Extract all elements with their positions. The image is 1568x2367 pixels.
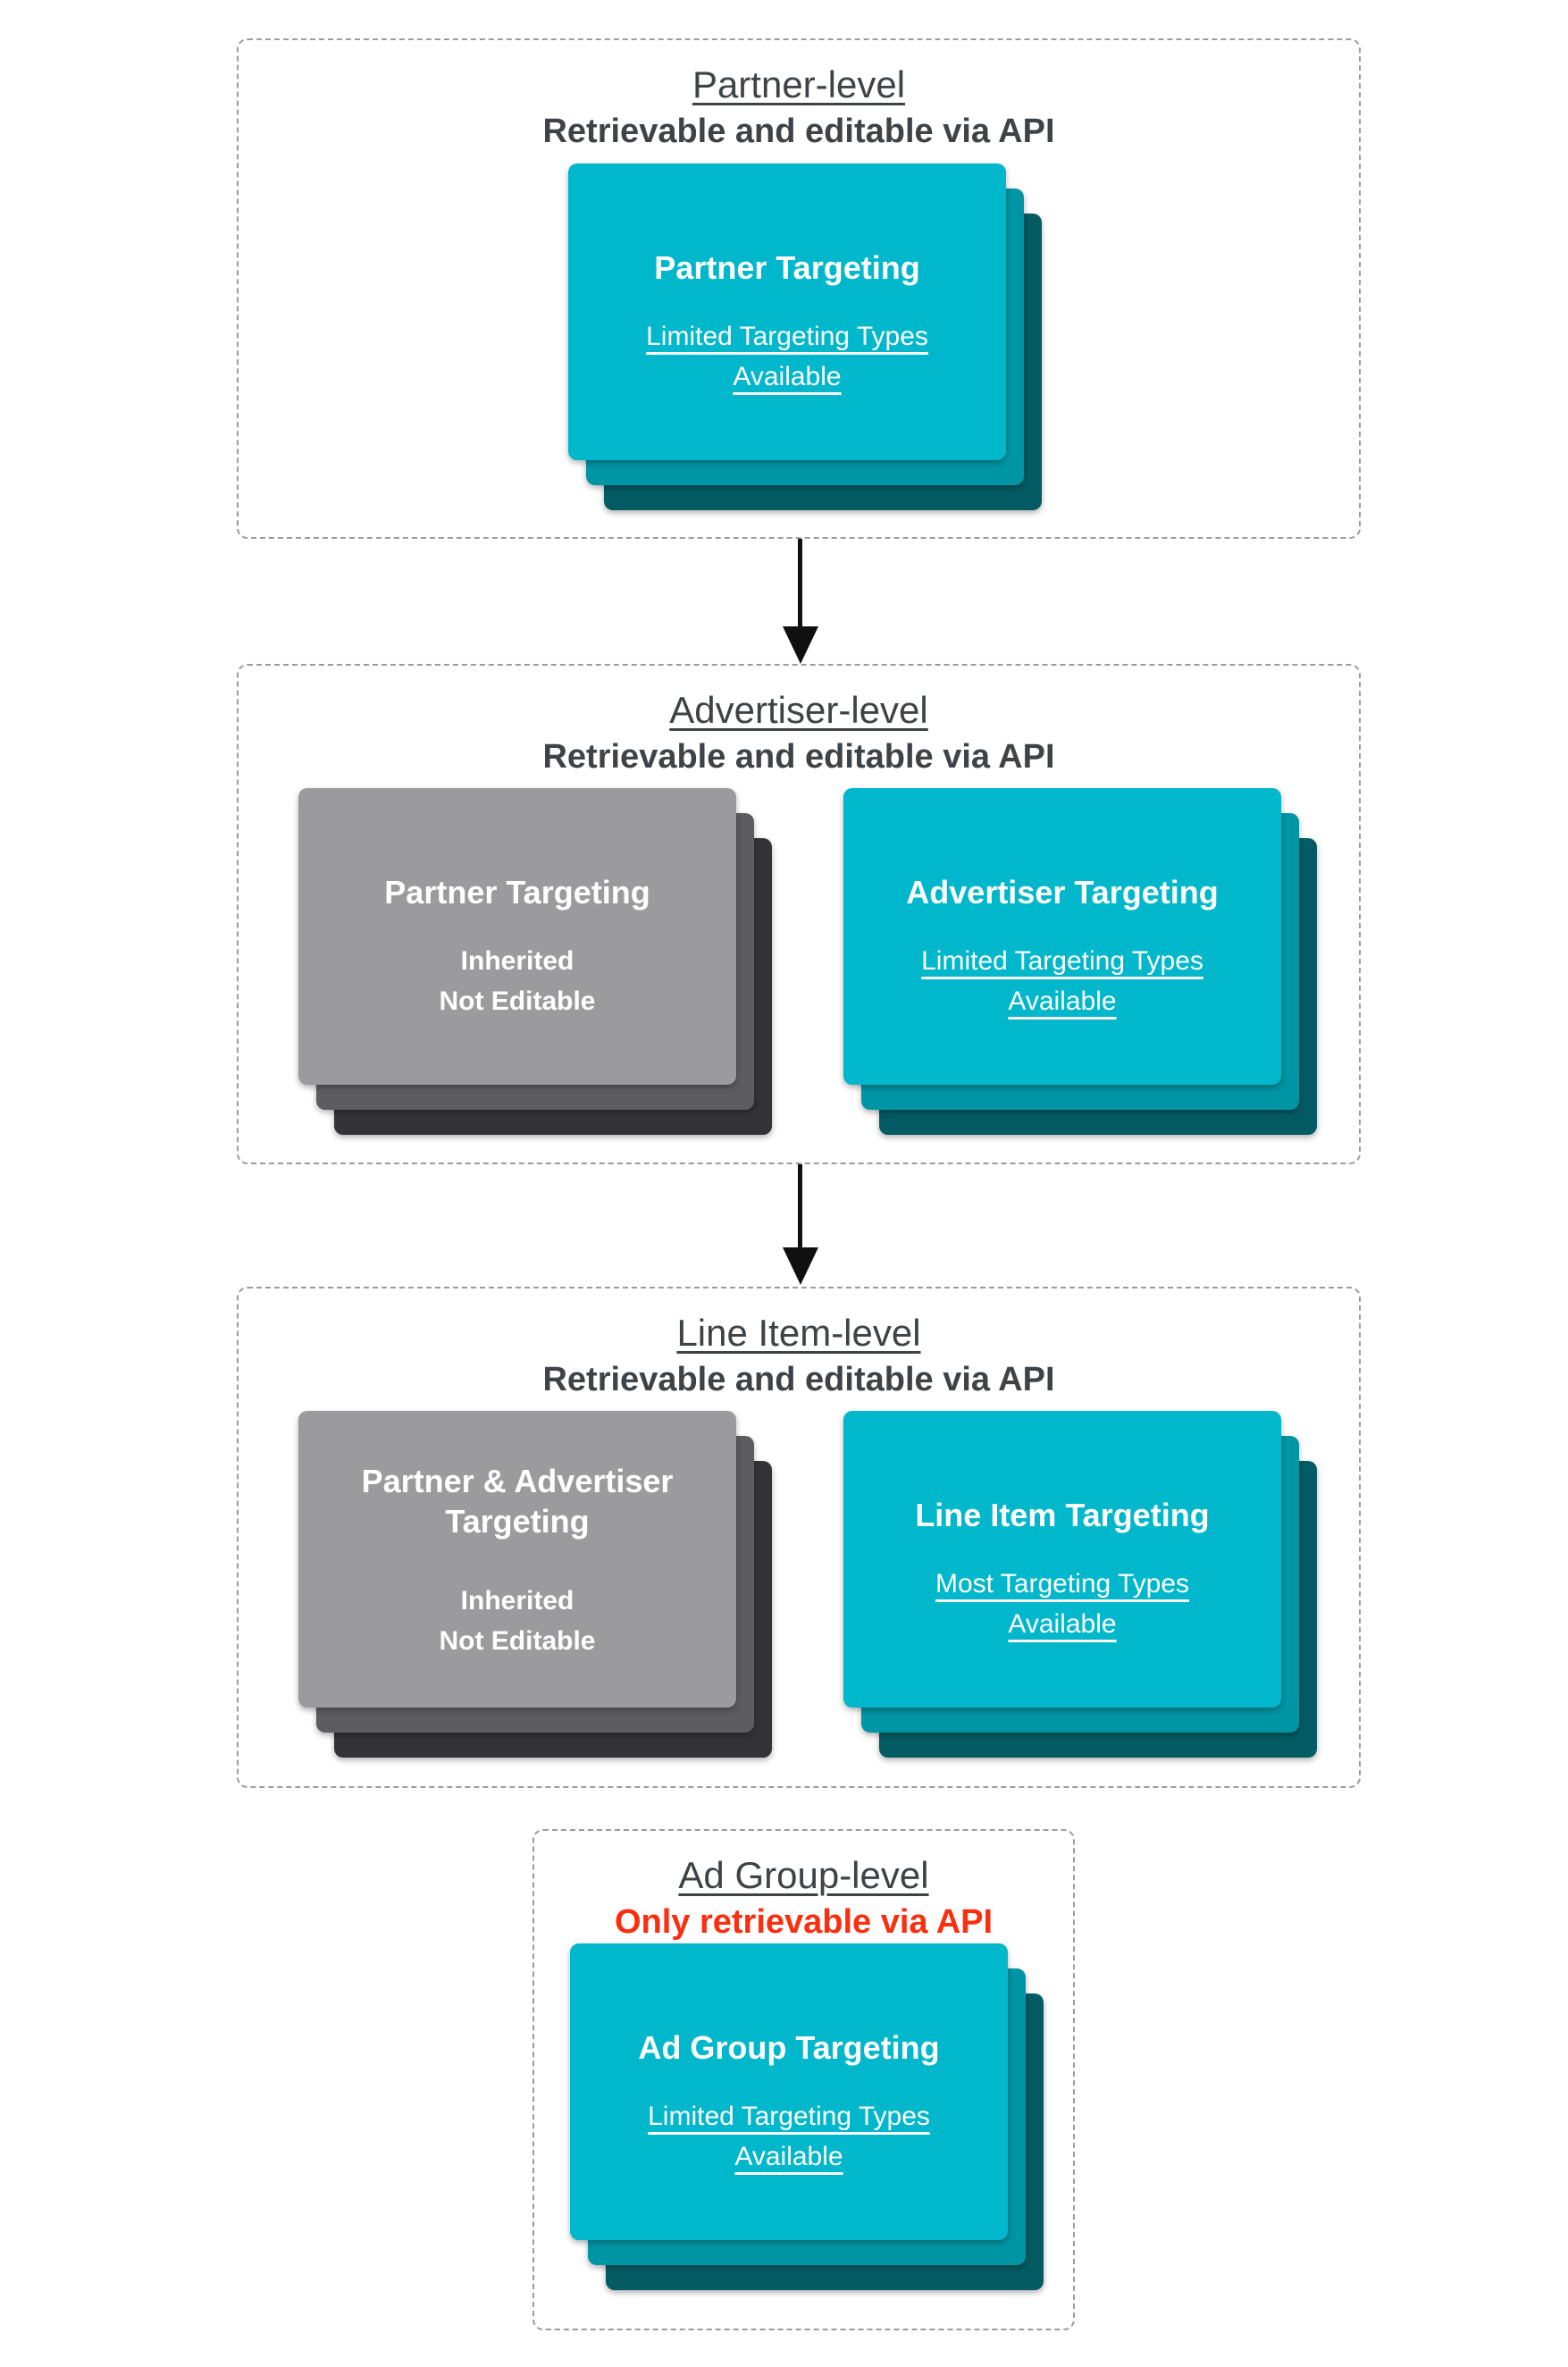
card-body-line: Limited Targeting Types [646,322,928,351]
card-body: Inherited Not Editable [329,1581,706,1661]
card-body: Limited Targeting Types Available [874,941,1251,1021]
card-advertiser-targeting: Advertiser Targeting Limited Targeting T… [843,788,1281,1085]
card-stack-partner-advertiser-targeting: Partner & Advertiser Targeting Inherited… [298,1411,772,1759]
card-body-line: Available [733,362,842,391]
card-stack-ad-group-targeting: Ad Group Targeting Limited Targeting Typ… [570,1943,1044,2292]
card-body-line: Inherited [460,946,574,976]
card-body: Limited Targeting Types Available [599,316,976,397]
card-body-line: Not Editable [439,1626,596,1656]
section-subtitle: Retrievable and editable via API [542,1361,1055,1399]
card-body-line: Available [734,2142,843,2171]
card-title: Ad Group Targeting [638,2029,940,2066]
card-partner-targeting-inherited: Partner Targeting Inherited Not Editable [298,788,736,1085]
card-stack-advertiser-targeting: Advertiser Targeting Limited Targeting T… [843,788,1317,1137]
section-subtitle: Only retrievable via API [614,1903,994,1942]
card-title: Partner Targeting [654,249,920,286]
section-subtitle: Retrievable and editable via API [542,113,1055,151]
section-advertiser-level: Advertiser-level Retrievable and editabl… [237,664,1361,1164]
card-title: Partner & Advertiser Targeting [361,1463,674,1540]
section-subtitle: Retrievable and editable via API [542,738,1055,776]
section-title: Line Item-level [676,1312,921,1354]
card-body-line: Available [1008,986,1117,1016]
arrow-head [783,626,818,664]
card-body-line: Limited Targeting Types [921,946,1203,976]
card-body-line: Available [1008,1609,1117,1639]
card-title: Advertiser Targeting [906,874,1219,911]
card-line-item-targeting: Line Item Targeting Most Targeting Types… [843,1411,1281,1708]
card-body-line: Inherited [460,1586,574,1616]
card-partner-targeting: Partner Targeting Limited Targeting Type… [568,164,1006,460]
arrow-shaft [798,539,802,626]
section-title: Advertiser-level [669,689,928,731]
section-partner-level: Partner-level Retrievable and editable v… [237,38,1361,539]
card-body-line: Most Targeting Types [935,1569,1190,1599]
card-ad-group-targeting: Ad Group Targeting Limited Targeting Typ… [570,1943,1008,2240]
card-title: Line Item Targeting [915,1497,1210,1533]
card-title: Partner Targeting [384,874,650,911]
card-body-line: Not Editable [439,986,596,1016]
card-body: Inherited Not Editable [329,941,706,1021]
card-stack-partner-targeting-inherited: Partner Targeting Inherited Not Editable [298,788,772,1137]
card-stack-line-item-targeting: Line Item Targeting Most Targeting Types… [843,1411,1317,1759]
section-line-item-level: Line Item-level Retrievable and editable… [237,1287,1361,1788]
arrow-shaft [798,1164,802,1247]
card-body: Most Targeting Types Available [874,1564,1251,1644]
section-title: Ad Group-level [678,1854,929,1896]
arrow-head [783,1247,818,1285]
card-partner-advertiser-targeting: Partner & Advertiser Targeting Inherited… [298,1411,736,1708]
section-title: Partner-level [692,63,906,105]
card-body: Limited Targeting Types Available [600,2096,977,2177]
section-ad-group-level: Ad Group-level Only retrievable via API … [532,1829,1075,2330]
card-body-line: Limited Targeting Types [648,2102,930,2131]
card-stack-partner-targeting: Partner Targeting Limited Targeting Type… [568,164,1042,512]
